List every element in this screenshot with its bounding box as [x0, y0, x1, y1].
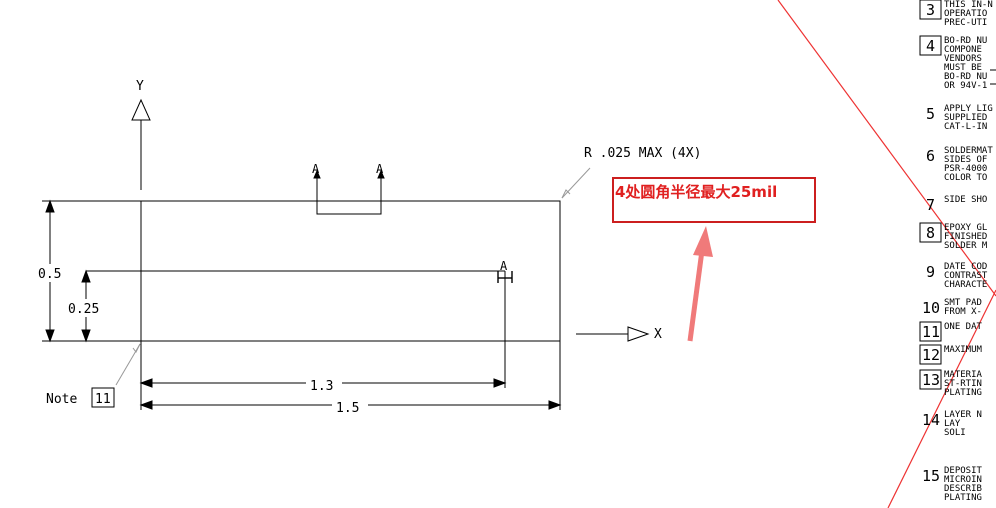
note-line: SIDE SHO: [944, 195, 987, 205]
annotation-arrow: [687, 226, 713, 342]
note-line: OPERATIO: [944, 9, 987, 19]
note-line: LAY: [944, 419, 961, 429]
note-line: COLOR TO: [944, 173, 987, 183]
note-number-11: 11: [922, 323, 940, 341]
note-number-10: 10: [922, 299, 940, 317]
note-line: SOLDER M: [944, 241, 988, 251]
note-number-6: 6: [926, 147, 935, 165]
dim-height-total: 0.5: [38, 267, 61, 282]
note-line: SUPPLIED: [944, 113, 987, 123]
note-number-7: 7: [926, 196, 935, 214]
note-item-12: 12 MAXIMUM: [919, 344, 983, 365]
note-line: VENDORS: [944, 54, 982, 64]
radius-leader: [561, 167, 591, 199]
note-line: LAYER N: [944, 410, 982, 420]
note-line: OR 94V-1: [944, 81, 987, 91]
note-line: MICROIN: [944, 475, 982, 485]
radius-callout-text: R .025 MAX (4X): [584, 146, 701, 161]
note-line: SOLI: [944, 428, 966, 438]
note-item-11: 11 ONE DAT: [919, 321, 983, 342]
note-number-5: 5: [926, 105, 935, 123]
note-line: ST-RTIN: [944, 379, 982, 389]
dim-height-inner: 0.25: [68, 302, 99, 317]
note-number-box-8: [919, 222, 942, 243]
note-line: THIS IN-N: [944, 0, 993, 10]
note-line: APPLY LIG: [944, 104, 993, 114]
note-line: BO-RD NU: [944, 72, 987, 82]
x-axis-label: X: [654, 327, 662, 342]
annotation-box: [612, 177, 816, 223]
note-number-4: 4: [926, 37, 935, 55]
note-line: MATERIA: [944, 370, 983, 380]
note-line: FROM X-: [944, 307, 982, 317]
note-line: DESCRIB: [944, 484, 982, 494]
note-line: SMT PAD: [944, 298, 982, 308]
section-marker-a-left: A: [312, 162, 320, 176]
section-marker-a-right: A: [376, 162, 384, 176]
note-line: COMPONE: [944, 45, 982, 55]
note-number-box-11: [919, 321, 942, 342]
y-axis: [131, 98, 151, 190]
note-line: ONE DAT: [944, 322, 983, 332]
note-number-box-13: [919, 369, 942, 390]
y-axis-label: Y: [136, 79, 144, 94]
note-number-8: 8: [926, 224, 935, 242]
section-marker-pair: [313, 169, 385, 215]
note-line: SIDES OF: [944, 155, 987, 165]
note-line: PLATING: [944, 493, 982, 503]
note-line: PLATING: [944, 388, 982, 398]
dim-width-total: 1.5: [336, 401, 359, 416]
note-number-3: 3: [926, 1, 935, 19]
strike-through-cross: [777, 0, 996, 508]
annotation-text: 4处圆角半径最大25mil: [615, 183, 777, 201]
note-line: PSR-4000: [944, 164, 987, 174]
note-line: CHARACTE: [944, 280, 987, 290]
note-number-12: 12: [922, 346, 940, 364]
note-line: BO-RD NU: [944, 36, 987, 46]
x-axis: [576, 326, 650, 342]
note-line: CAT-L-IN: [944, 122, 987, 132]
note-number-box-4: [919, 35, 942, 56]
note-number-9: 9: [926, 263, 935, 281]
note-line: DATE COD: [944, 262, 987, 272]
dim-width-inner: 1.3: [310, 379, 333, 394]
note-number-box-12: [919, 344, 942, 365]
note-line: DEPOSIT: [944, 466, 983, 476]
dim-label-bg-inner: [66, 299, 106, 317]
note-label: Note: [46, 392, 77, 407]
note-line: MUST BE: [944, 63, 982, 73]
note-number-box-3: [919, 0, 942, 20]
note-number-14: 14: [922, 411, 940, 429]
note-item-7: 7 SIDE SHO: [926, 195, 987, 214]
note-number-box: [91, 387, 115, 408]
dim-label-bg-w2: [332, 398, 368, 414]
note-line: EPOXY GL: [944, 223, 987, 233]
note-line: SOLDERMAT: [944, 146, 993, 156]
dim-label-bg: [36, 264, 66, 282]
note-number: 11: [95, 392, 111, 407]
dim-label-bg-w1: [306, 376, 342, 392]
section-marker-a-inner: A: [500, 259, 508, 273]
note-line: MAXIMUM: [944, 345, 983, 355]
note-line: CONTRAST: [944, 271, 988, 281]
note-leader: [115, 343, 141, 386]
note-number-15: 15: [922, 467, 940, 485]
note-line: PREC-UTI: [944, 18, 987, 28]
note-line: FINISHED: [944, 232, 987, 242]
note-number-13: 13: [922, 371, 940, 389]
